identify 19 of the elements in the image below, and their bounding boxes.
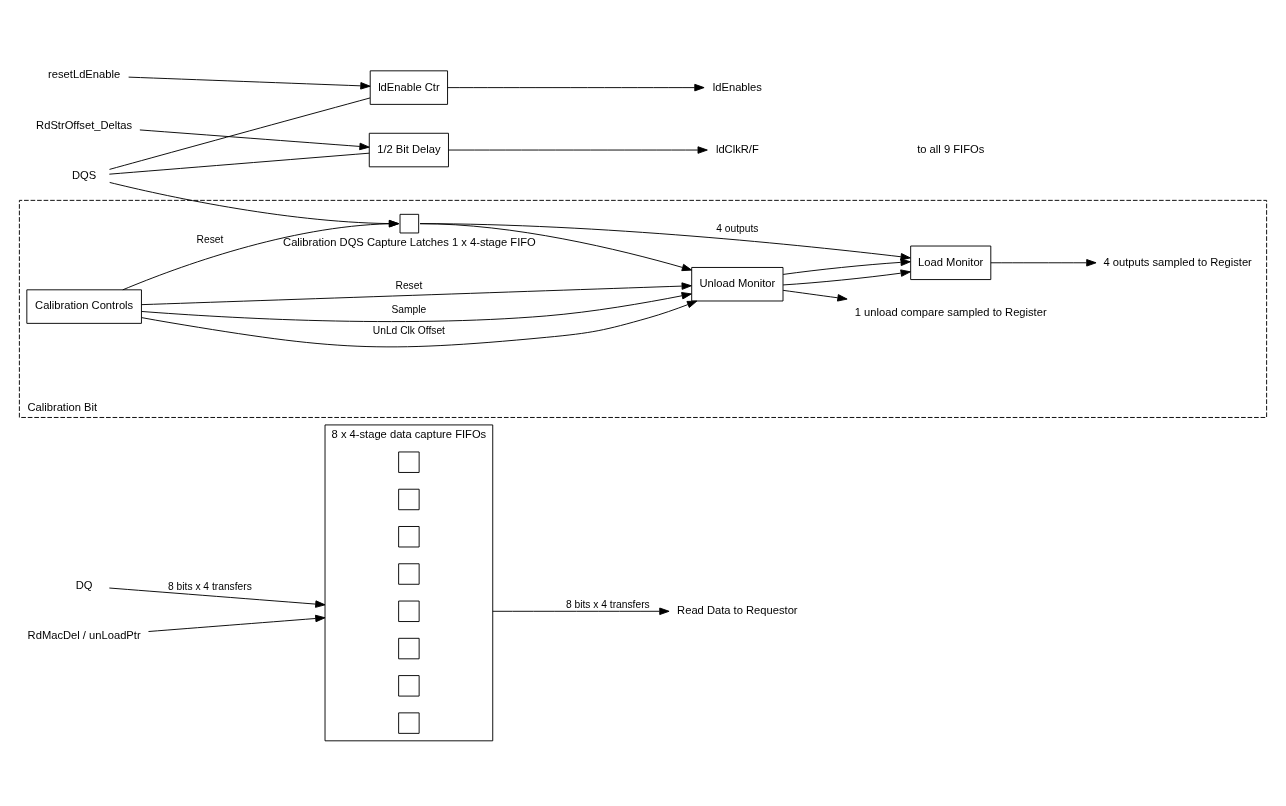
edge-label: 8 bits x 4 transfers	[565, 598, 650, 610]
edge-label: UnLd Clk Offset	[372, 324, 445, 336]
node-text: resetLdEnable	[48, 67, 121, 80]
edge-label: Sample	[391, 303, 427, 315]
node-label: Calibration DQS Capture Latches 1 x 4-stage FIFO	[283, 235, 536, 248]
edge-label: 4 outputs	[716, 222, 759, 234]
node-text: ldEnables	[712, 80, 762, 92]
label: to all 9 FIFOs	[917, 142, 985, 155]
node-text: DQ	[75, 578, 93, 591]
edge-label: 8 bits x 4 transfers	[168, 580, 252, 592]
edge-label: Reset	[196, 233, 224, 245]
node-text: 4 outputs sampled to Register	[1103, 255, 1252, 268]
node-text: ldClkR/F	[715, 142, 759, 155]
node-text: DQS	[72, 168, 97, 181]
node-text: Read Data to Requestor	[677, 603, 798, 616]
node-text: RdMacDel / unLoadPtr	[27, 628, 141, 641]
edge-label: Reset	[395, 279, 423, 291]
node-text: 1 unload compare sampled to Register	[854, 305, 1047, 318]
node-text: RdStrOffset_Deltas	[36, 118, 133, 131]
